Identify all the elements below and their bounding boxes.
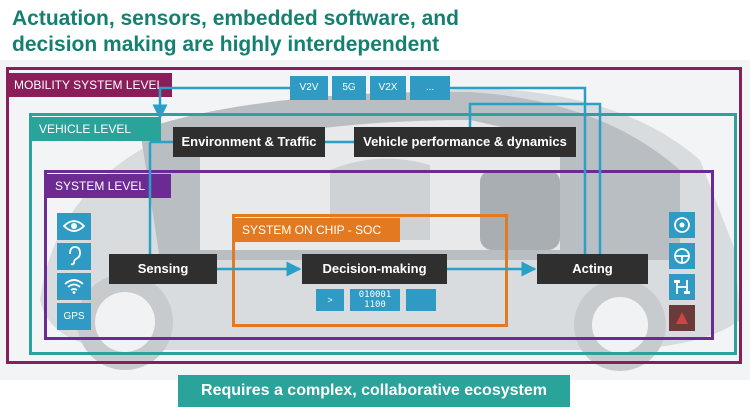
mobility-left-line (152, 86, 290, 120)
soc-blank-chip (406, 289, 436, 311)
5g-pill: 5G (332, 76, 366, 100)
brake-icon (669, 212, 695, 238)
acting-box: Acting (537, 254, 648, 284)
vehicle-performance-box: Vehicle performance & dynamics (354, 127, 576, 157)
environment-traffic-box: Environment & Traffic (173, 127, 325, 157)
steering-wheel-icon (669, 243, 695, 269)
vehicle-level-label: VEHICLE LEVEL (31, 117, 161, 141)
eye-icon (57, 213, 91, 240)
sensing-box: Sensing (109, 254, 217, 284)
v2x-pill: V2X (370, 76, 406, 100)
soc-binary-chip: 010001 1100 (350, 289, 400, 311)
mobility-system-frame (6, 67, 742, 364)
drivetrain-icon (669, 274, 695, 300)
title-line-2: decision making are highly interdependen… (12, 33, 440, 56)
title-line-1: Actuation, sensors, embedded software, a… (12, 7, 459, 30)
soc-level-label: SYSTEM ON CHIP - SOC (234, 218, 400, 242)
gps-icon: GPS (57, 303, 91, 330)
vehicle-down-line (148, 140, 173, 254)
system-level-frame (44, 170, 714, 340)
decision-making-box: Decision-making (302, 254, 447, 284)
more-pill: ... (410, 76, 450, 100)
wifi-icon (57, 273, 91, 300)
mobility-level-label: MOBILITY SYSTEM LEVEL (6, 73, 172, 97)
v2v-pill: V2V (290, 76, 328, 100)
slide-title: Actuation, sensors, embedded software, a… (12, 6, 742, 58)
power-icon (669, 305, 695, 331)
mobility-loop-line (450, 86, 587, 258)
ecosystem-banner: Requires a complex, collaborative ecosys… (178, 375, 570, 407)
ear-icon (57, 243, 91, 270)
vehicle-level-frame (29, 113, 737, 355)
vehicle-loop-line (468, 102, 602, 258)
soc-frame (232, 214, 508, 327)
soc-terminal-chip: > (316, 289, 344, 311)
